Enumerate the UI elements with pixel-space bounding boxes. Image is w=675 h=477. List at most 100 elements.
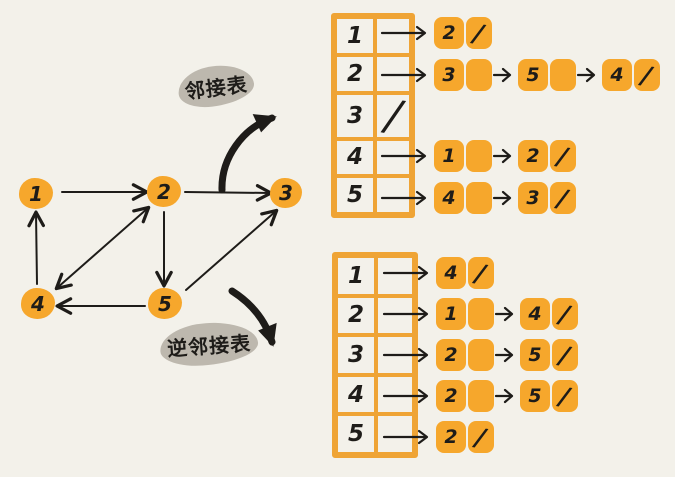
null-slash: / [557, 339, 573, 371]
adjacency-head-pointer-3: / [375, 90, 411, 140]
list-node-pointer [550, 59, 576, 91]
graph-node-5: 5 [148, 288, 182, 319]
list-node-pointer: / [550, 140, 576, 172]
list-node-value: 5 [520, 380, 550, 412]
adjacency-vertex-2: 2 [335, 54, 375, 93]
adjacency-head-pointer-5 [375, 176, 411, 214]
inverse-vertex-5: 5 [336, 414, 376, 454]
inverse-vertex-3: 3 [336, 335, 376, 375]
edge-4-to-1 [27, 210, 45, 285]
list-node-value: 1 [434, 140, 464, 172]
null-slash: / [555, 182, 571, 214]
list-node-value: 4 [520, 298, 550, 330]
inverse-head-pointer-2 [376, 295, 414, 336]
list-node-value: 2 [436, 339, 466, 371]
graph-node-3-label: 3 [279, 181, 293, 205]
adjacency-head-pointer-1 [375, 17, 411, 55]
list-node-value: 1 [436, 298, 466, 330]
list-node: 5 / [520, 339, 578, 371]
inverse-head-pointer-1 [376, 256, 414, 296]
adjacency-chain-5: 4 3 / [380, 182, 576, 214]
inverse-head-pointer-5 [376, 414, 414, 454]
null-slash: / [473, 257, 489, 289]
inverse-adjacency-table: 1 2 3 4 5 [332, 252, 418, 458]
list-node-pointer [468, 339, 494, 371]
list-node: 4 / [436, 257, 494, 289]
graph-node-2: 2 [147, 176, 181, 207]
adjacency-head-pointer-2 [375, 54, 411, 93]
graph-node-4-label: 4 [31, 291, 45, 316]
inverse-head-pointer-4 [376, 374, 414, 415]
list-node-pointer [466, 59, 492, 91]
graph-node-2-label: 2 [157, 179, 171, 204]
null-slash: / [557, 298, 573, 330]
adjacency-vertex-4: 4 [335, 138, 375, 177]
arrow-icon [380, 190, 427, 206]
list-node: 2 [436, 380, 494, 412]
arrow-icon [380, 25, 427, 41]
list-node: 1 [436, 298, 494, 330]
graph-node-5-label: 5 [158, 291, 172, 316]
graph-node-4: 4 [21, 288, 55, 319]
adjacency-table: 1 2 3 / 4 5 [331, 13, 415, 218]
arrow-icon [380, 67, 427, 83]
null-slash: / [471, 17, 487, 49]
arrow-icon [382, 347, 429, 363]
list-node-pointer: / [552, 380, 578, 412]
adjacency-vertex-3: 3 [335, 92, 375, 139]
null-slash: / [473, 421, 489, 453]
graph-node-1-label: 1 [29, 181, 43, 206]
inverse-vertex-2: 2 [336, 295, 376, 336]
list-node-value: 2 [434, 17, 464, 49]
list-node: 5 [518, 59, 576, 91]
list-node-value: 2 [518, 140, 548, 172]
arrow-icon [382, 306, 429, 322]
arrow-icon [380, 148, 427, 164]
inverse-adjacency-label: 逆邻接表 [166, 330, 252, 361]
inverse-adjacency-pointer-arrow [228, 287, 277, 347]
list-node-pointer: / [550, 182, 576, 214]
list-node: 2 / [436, 421, 494, 453]
inverse-chain-3: 2 5 / [382, 339, 578, 371]
list-node: 2 [436, 339, 494, 371]
list-node: 4 [434, 182, 492, 214]
inverse-vertex-1: 1 [336, 256, 376, 296]
list-node: 3 [434, 59, 492, 91]
list-node-pointer [468, 380, 494, 412]
list-node: 1 [434, 140, 492, 172]
list-node: 3 / [518, 182, 576, 214]
list-node-pointer: / [468, 421, 494, 453]
list-node-value: 5 [520, 339, 550, 371]
adjacency-chain-2: 3 5 4 / [380, 59, 660, 91]
arrow-icon [492, 190, 512, 206]
inverse-vertex-4: 4 [336, 374, 376, 415]
list-node-pointer: / [634, 59, 660, 91]
edge-4-and-2-bidirectional [54, 205, 151, 291]
list-node-pointer [466, 140, 492, 172]
adjacency-pointer-arrow [218, 114, 277, 194]
list-node-value: 4 [436, 257, 466, 289]
arrow-icon [494, 347, 514, 363]
null-slash: / [555, 140, 571, 172]
list-node-value: 5 [518, 59, 548, 91]
null-slash: / [557, 380, 573, 412]
inverse-chain-2: 1 4 / [382, 298, 578, 330]
arrow-icon [494, 306, 514, 322]
inverse-chain-1: 4 / [382, 257, 494, 289]
list-node-value: 4 [434, 182, 464, 214]
inverse-chain-4: 2 5 / [382, 380, 578, 412]
list-node: 2 / [518, 140, 576, 172]
list-node-value: 2 [436, 380, 466, 412]
list-node: 4 / [602, 59, 660, 91]
list-node-value: 3 [434, 59, 464, 91]
list-node: 2 / [434, 17, 492, 49]
list-node: 5 / [520, 380, 578, 412]
arrow-icon [492, 148, 512, 164]
arrow-icon [382, 429, 429, 445]
list-node-pointer: / [552, 298, 578, 330]
arrow-icon [492, 67, 512, 83]
graph-node-3: 3 [270, 178, 302, 208]
arrow-icon [382, 265, 429, 281]
